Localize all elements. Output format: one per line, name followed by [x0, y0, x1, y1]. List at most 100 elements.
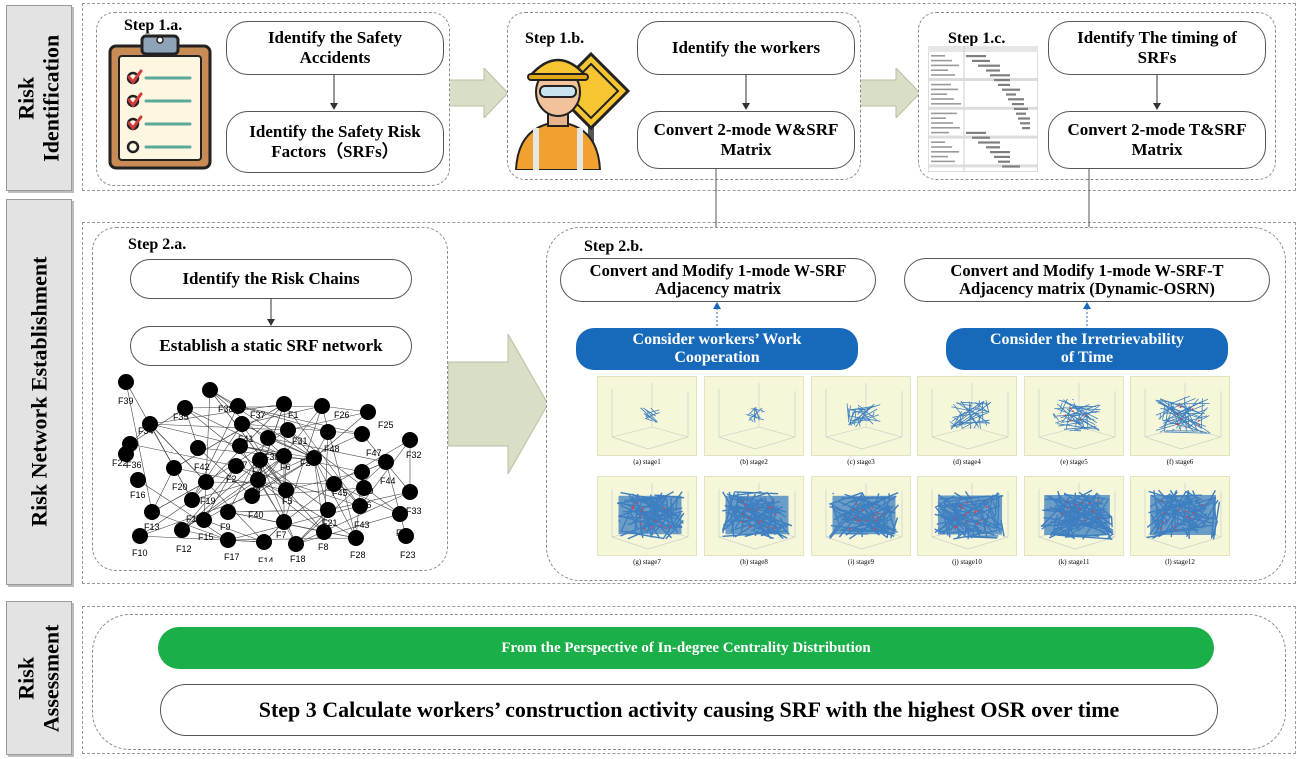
convert-1mode-wsrf-box: Convert and Modify 1-mode W-SRF Adjacenc…: [560, 258, 876, 302]
stage-hub-node: [664, 526, 666, 529]
consider-irretrievability-pill: Consider the Irretrievability of Time: [946, 328, 1228, 370]
network-node-label: F18: [290, 554, 306, 562]
network-edge: [209, 389, 287, 491]
stage-hub-node: [1079, 418, 1082, 421]
stage-caption: (k) stage11: [1058, 558, 1090, 566]
network-node: [276, 396, 292, 412]
stage-hub-node: [1176, 423, 1178, 426]
stage-edge: [1058, 420, 1087, 427]
stage-edge-mass: [618, 495, 682, 535]
stage-network-plot: [1144, 383, 1222, 450]
stage-edge: [1074, 407, 1090, 418]
network-node-label: F40: [248, 510, 264, 520]
network-node: [356, 480, 372, 496]
network-edge: [184, 405, 323, 409]
stage-network-plot: [1038, 483, 1116, 550]
network-edge: [227, 505, 361, 541]
stage-edge-mass: [832, 495, 896, 535]
stage-edge: [1172, 428, 1174, 432]
stage-edge: [1164, 408, 1203, 433]
stage-network-plot: [931, 383, 1009, 450]
stage-edge: [859, 419, 870, 421]
stage-network-plot: [611, 483, 689, 550]
network-node-label: F11: [186, 514, 201, 524]
stage-hub-node: [963, 514, 966, 517]
network-node: [326, 476, 342, 492]
stage-hub-node: [961, 507, 963, 509]
network-edge: [151, 467, 175, 513]
network-edge: [203, 519, 265, 543]
stage-hub-node: [767, 526, 770, 529]
network-edge: [287, 429, 361, 507]
network-edge: [295, 513, 401, 545]
establish-static-network-box: Establish a static SRF network: [130, 326, 412, 366]
stage-hub-node: [865, 519, 868, 522]
network-node-label: F26: [334, 410, 350, 420]
stage-hub-node: [857, 519, 859, 522]
network-node-label: F2: [226, 474, 237, 484]
network-edge: [129, 443, 237, 467]
stage-hub-node: [876, 516, 879, 519]
stage-edge: [1163, 401, 1202, 422]
stage-hub-node: [758, 522, 761, 524]
step-1b-label: Step 1.b.: [525, 30, 585, 47]
stage-thumbnail: [1024, 376, 1124, 456]
stage-edge: [747, 406, 757, 416]
stage-edge: [1062, 407, 1101, 411]
stage-hub-node: [954, 517, 957, 519]
network-node-label: F12: [176, 544, 192, 554]
stage-hub-node: [974, 510, 977, 513]
stage-hub-node: [848, 527, 851, 530]
stage-edge: [1162, 416, 1184, 424]
stage-hub-node: [1089, 502, 1091, 505]
stage-hub-node: [640, 523, 643, 526]
network-node: [130, 472, 146, 488]
stage-edge: [1069, 425, 1097, 432]
stage-edge: [951, 411, 963, 430]
stage-edge: [749, 418, 754, 423]
network-node: [306, 450, 322, 466]
stage-hub-node: [669, 525, 672, 528]
network-node-label: F39: [118, 396, 134, 406]
network-node: [250, 472, 266, 488]
stage-edge: [854, 411, 857, 426]
stage-hub-node: [755, 509, 758, 511]
stage-edge: [646, 409, 660, 414]
in-degree-centrality-bar: From the Perspective of In-degree Centra…: [158, 627, 1214, 669]
network-node: [196, 512, 212, 528]
network-node-label: F21: [322, 518, 338, 528]
stage-thumbnail: [704, 476, 804, 556]
network-node: [354, 464, 370, 480]
network-node: [132, 528, 148, 544]
consider-work-cooperation-pill: Consider workers’ Work Cooperation: [576, 328, 858, 370]
network-node-label: F10: [132, 548, 148, 558]
stage-edge: [755, 407, 760, 421]
stage-hub-node: [1160, 527, 1163, 529]
stage-edge: [969, 416, 980, 428]
stage-thumbnail: [597, 376, 697, 456]
network-node: [166, 460, 182, 476]
network-edge: [191, 479, 259, 501]
network-node: [234, 416, 250, 432]
stage-hub-node: [741, 512, 744, 515]
network-node: [280, 422, 296, 438]
convert-1mode-wsrft-box: Convert and Modify 1-mode W-SRF-T Adjace…: [904, 258, 1270, 302]
stage-hub-node: [651, 526, 654, 529]
stage-hub-node: [1097, 517, 1100, 520]
stage-edge: [959, 400, 985, 417]
stage-hub-node: [965, 501, 968, 504]
stage-edge: [1159, 398, 1201, 414]
stage-edge: [968, 401, 971, 430]
network-edge: [227, 511, 357, 539]
network-node-label: F5: [282, 496, 293, 506]
network-node-label: F47: [366, 448, 382, 458]
arrow-down-icon: [742, 75, 750, 110]
network-node: [276, 514, 292, 530]
network-edge: [139, 495, 253, 537]
stage-edge: [1164, 431, 1210, 434]
stage-hub-node: [1072, 410, 1074, 412]
network-node: [118, 446, 134, 462]
stage-network-plot: [1038, 383, 1116, 450]
network-node-label: F13: [144, 522, 160, 532]
